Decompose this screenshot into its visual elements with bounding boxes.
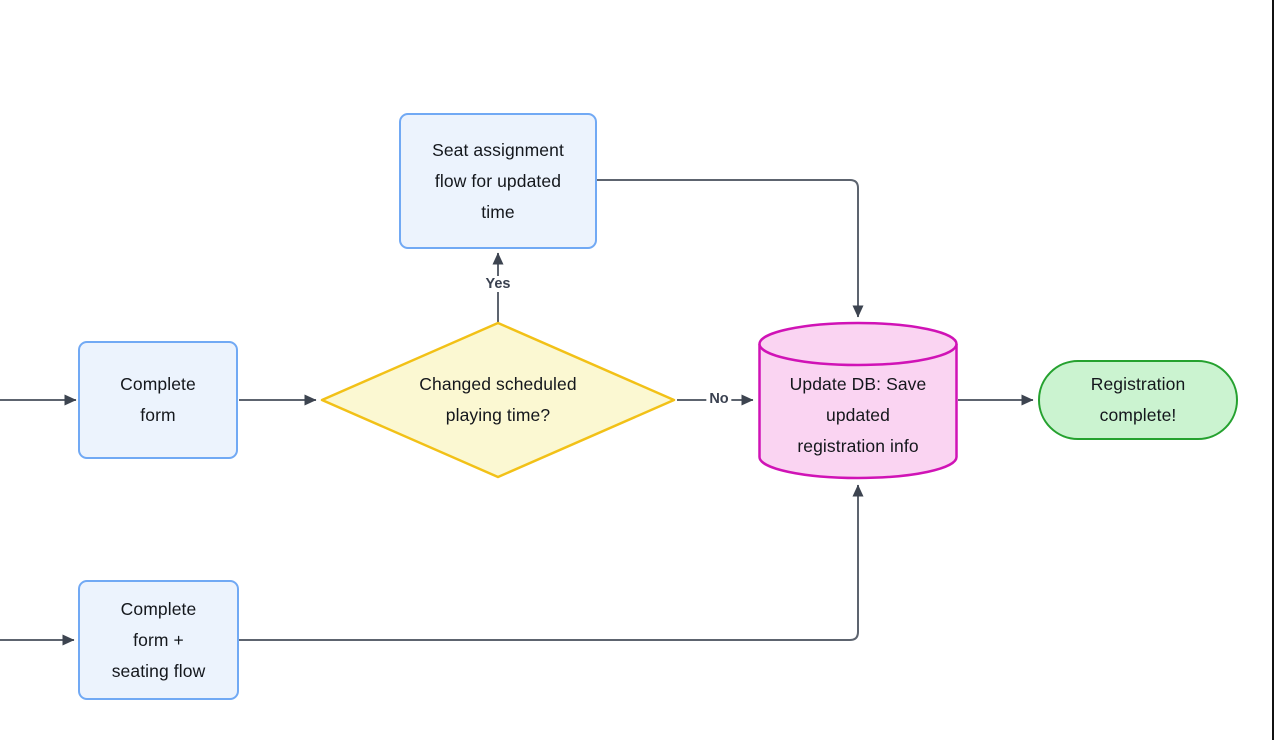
edge-complete-form-seating-to-update-db <box>239 484 864 641</box>
node-update-db[interactable]: Update DB: Save updated registration inf… <box>758 321 958 480</box>
node-update-db-label: Update DB: Save updated registration inf… <box>789 374 927 456</box>
node-seat-assignment-flow-label: Seat assignment flow for updated time <box>432 139 564 222</box>
cylinder-body-icon <box>758 344 958 480</box>
edge-seat-assignment-to-update-db <box>597 179 864 318</box>
node-registration-complete-label: Registration complete! <box>1090 374 1186 425</box>
cylinder-top-icon <box>758 321 958 367</box>
node-complete-form-label: Complete form <box>120 374 196 425</box>
node-complete-form[interactable]: Complete form <box>78 341 238 459</box>
edge-label-no: No <box>706 391 732 407</box>
node-complete-form-seating-flow[interactable]: Complete form + seating flow <box>78 580 239 700</box>
node-decision-changed-time[interactable]: Changed scheduled playing time? <box>319 321 677 479</box>
node-registration-complete[interactable]: Registration complete! <box>1038 360 1238 440</box>
diamond-icon <box>320 321 676 479</box>
node-decision-changed-time-label: Changed scheduled playing time? <box>419 374 577 425</box>
decision-diamond-shape <box>320 321 676 479</box>
node-complete-form-seating-flow-label: Complete form + seating flow <box>111 598 206 681</box>
canvas-right-border <box>1272 0 1274 740</box>
edge-label-yes: Yes <box>482 276 514 292</box>
node-seat-assignment-flow[interactable]: Seat assignment flow for updated time <box>399 113 597 249</box>
database-cylinder-shape <box>758 321 958 480</box>
